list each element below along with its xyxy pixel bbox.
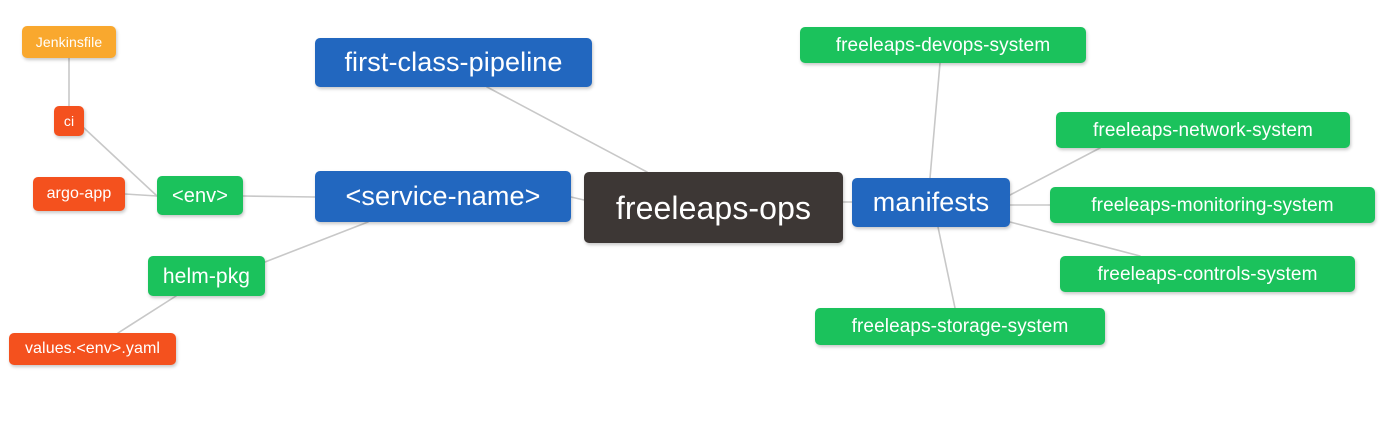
edge-manifests-to-freeleaps-network-system — [1009, 147, 1101, 196]
node-label-freeleaps-monitoring-system: freeleaps-monitoring-system — [1091, 194, 1334, 216]
node-label-env: <env> — [171, 184, 229, 207]
edge-env-to-service-name — [242, 195, 316, 198]
node-helm-pkg[interactable]: helm-pkg — [148, 256, 265, 296]
node-label-service-name: <service-name> — [345, 181, 541, 211]
node-label-ci: ci — [63, 113, 75, 129]
node-jenkinsfile[interactable]: Jenkinsfile — [22, 26, 116, 58]
edge-service-name-to-helm-pkg — [264, 221, 369, 263]
node-label-values-yaml: values.<env>.yaml — [24, 340, 161, 357]
edge-helm-pkg-to-values-yaml — [117, 295, 177, 334]
node-label-freeleaps-ops: freeleaps-ops — [615, 189, 812, 226]
edge-manifests-to-freeleaps-storage-system — [937, 226, 956, 309]
node-freeleaps-network-system[interactable]: freeleaps-network-system — [1056, 112, 1350, 148]
node-label-argo-app: argo-app — [46, 185, 112, 202]
node-manifests[interactable]: manifests — [852, 178, 1010, 227]
node-freeleaps-ops[interactable]: freeleaps-ops — [584, 172, 843, 243]
node-freeleaps-storage-system[interactable]: freeleaps-storage-system — [815, 308, 1105, 345]
node-argo-app[interactable]: argo-app — [33, 177, 125, 211]
node-env[interactable]: <env> — [157, 176, 243, 215]
node-ci[interactable]: ci — [54, 106, 84, 136]
node-first-class-pipeline[interactable]: first-class-pipeline — [315, 38, 592, 87]
node-label-manifests: manifests — [872, 187, 990, 217]
node-label-freeleaps-devops-system: freeleaps-devops-system — [835, 34, 1051, 56]
node-label-freeleaps-controls-system: freeleaps-controls-system — [1097, 263, 1318, 285]
edge-service-name-to-freeleaps-ops — [570, 196, 585, 201]
node-freeleaps-devops-system[interactable]: freeleaps-devops-system — [800, 27, 1086, 63]
edge-first-class-pipeline-to-freeleaps-ops — [486, 86, 648, 173]
edge-manifests-to-freeleaps-controls-system — [1009, 221, 1141, 257]
node-freeleaps-monitoring-system[interactable]: freeleaps-monitoring-system — [1050, 187, 1375, 223]
node-service-name[interactable]: <service-name> — [315, 171, 571, 222]
edge-ci-to-env — [83, 127, 158, 197]
node-values-yaml[interactable]: values.<env>.yaml — [9, 333, 176, 365]
edge-manifests-to-freeleaps-devops-system — [929, 62, 941, 179]
node-label-freeleaps-network-system: freeleaps-network-system — [1093, 119, 1313, 141]
node-label-first-class-pipeline: first-class-pipeline — [344, 47, 563, 77]
edge-argo-app-to-env — [124, 193, 158, 197]
node-label-helm-pkg: helm-pkg — [162, 264, 251, 288]
node-label-jenkinsfile: Jenkinsfile — [35, 34, 103, 50]
node-freeleaps-controls-system[interactable]: freeleaps-controls-system — [1060, 256, 1355, 292]
node-label-freeleaps-storage-system: freeleaps-storage-system — [851, 316, 1069, 337]
